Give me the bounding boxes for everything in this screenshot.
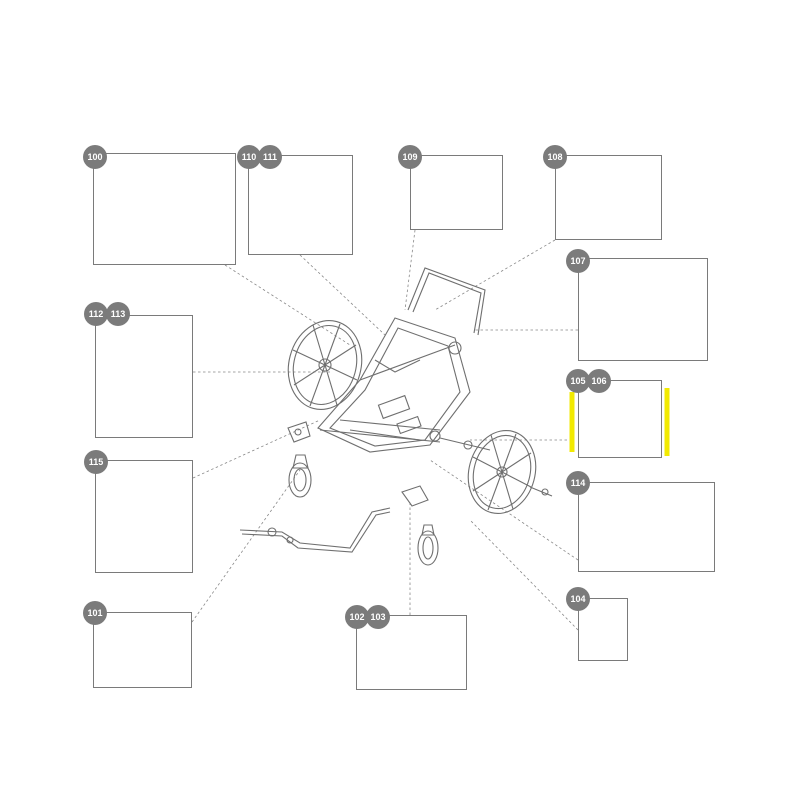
- part-badge-103[interactable]: 103: [366, 605, 390, 629]
- part-box-107[interactable]: [578, 258, 708, 361]
- main-assembly: [239, 267, 553, 566]
- leader-line-115: [192, 419, 321, 479]
- part-box-109[interactable]: [410, 155, 503, 230]
- leader-line-100: [224, 264, 351, 346]
- rear-left-wheel: [287, 319, 363, 411]
- part-badge-100[interactable]: 100: [83, 145, 107, 169]
- part-box-104[interactable]: [578, 598, 628, 661]
- leader-line-108: [434, 239, 556, 311]
- part-badge-114[interactable]: 114: [566, 471, 590, 495]
- part-badge-108[interactable]: 108: [543, 145, 567, 169]
- part-badge-101[interactable]: 101: [83, 601, 107, 625]
- jogger-wheel: [401, 485, 439, 566]
- part-badge-115[interactable]: 115: [84, 450, 108, 474]
- part-badge-106[interactable]: 106: [587, 369, 611, 393]
- axle-bolt: [529, 486, 553, 497]
- push-handle: [407, 267, 486, 336]
- part-badge-105[interactable]: 105: [566, 369, 590, 393]
- part-box-110-111[interactable]: [248, 155, 353, 255]
- part-box-115[interactable]: [95, 460, 193, 573]
- part-badge-113[interactable]: 113: [106, 302, 130, 326]
- leader-line-104: [469, 519, 579, 631]
- part-badge-111[interactable]: 111: [258, 145, 282, 169]
- swivel-wheel: [288, 454, 312, 498]
- part-badge-109[interactable]: 109: [398, 145, 422, 169]
- leader-lines: [191, 229, 579, 631]
- stroller-arm: [239, 507, 391, 553]
- leader-line-110: [299, 254, 386, 336]
- part-box-112-113[interactable]: [95, 315, 193, 438]
- axle: [439, 437, 491, 451]
- part-box-108[interactable]: [555, 155, 662, 240]
- part-box-100[interactable]: [93, 153, 236, 265]
- part-badge-107[interactable]: 107: [566, 249, 590, 273]
- part-badge-102[interactable]: 102: [345, 605, 369, 629]
- rear-right-wheel: [467, 429, 537, 515]
- part-box-114[interactable]: [578, 482, 715, 572]
- frame-body: [317, 317, 471, 453]
- leader-line-109: [404, 229, 416, 311]
- part-box-105-106[interactable]: [578, 380, 662, 458]
- part-badge-104[interactable]: 104: [566, 587, 590, 611]
- part-badge-110[interactable]: 110: [237, 145, 261, 169]
- part-badge-112[interactable]: 112: [84, 302, 108, 326]
- leader-line-114: [429, 459, 579, 561]
- part-box-101[interactable]: [93, 612, 192, 688]
- leader-line-101: [191, 469, 301, 623]
- hub-cap: [463, 440, 473, 450]
